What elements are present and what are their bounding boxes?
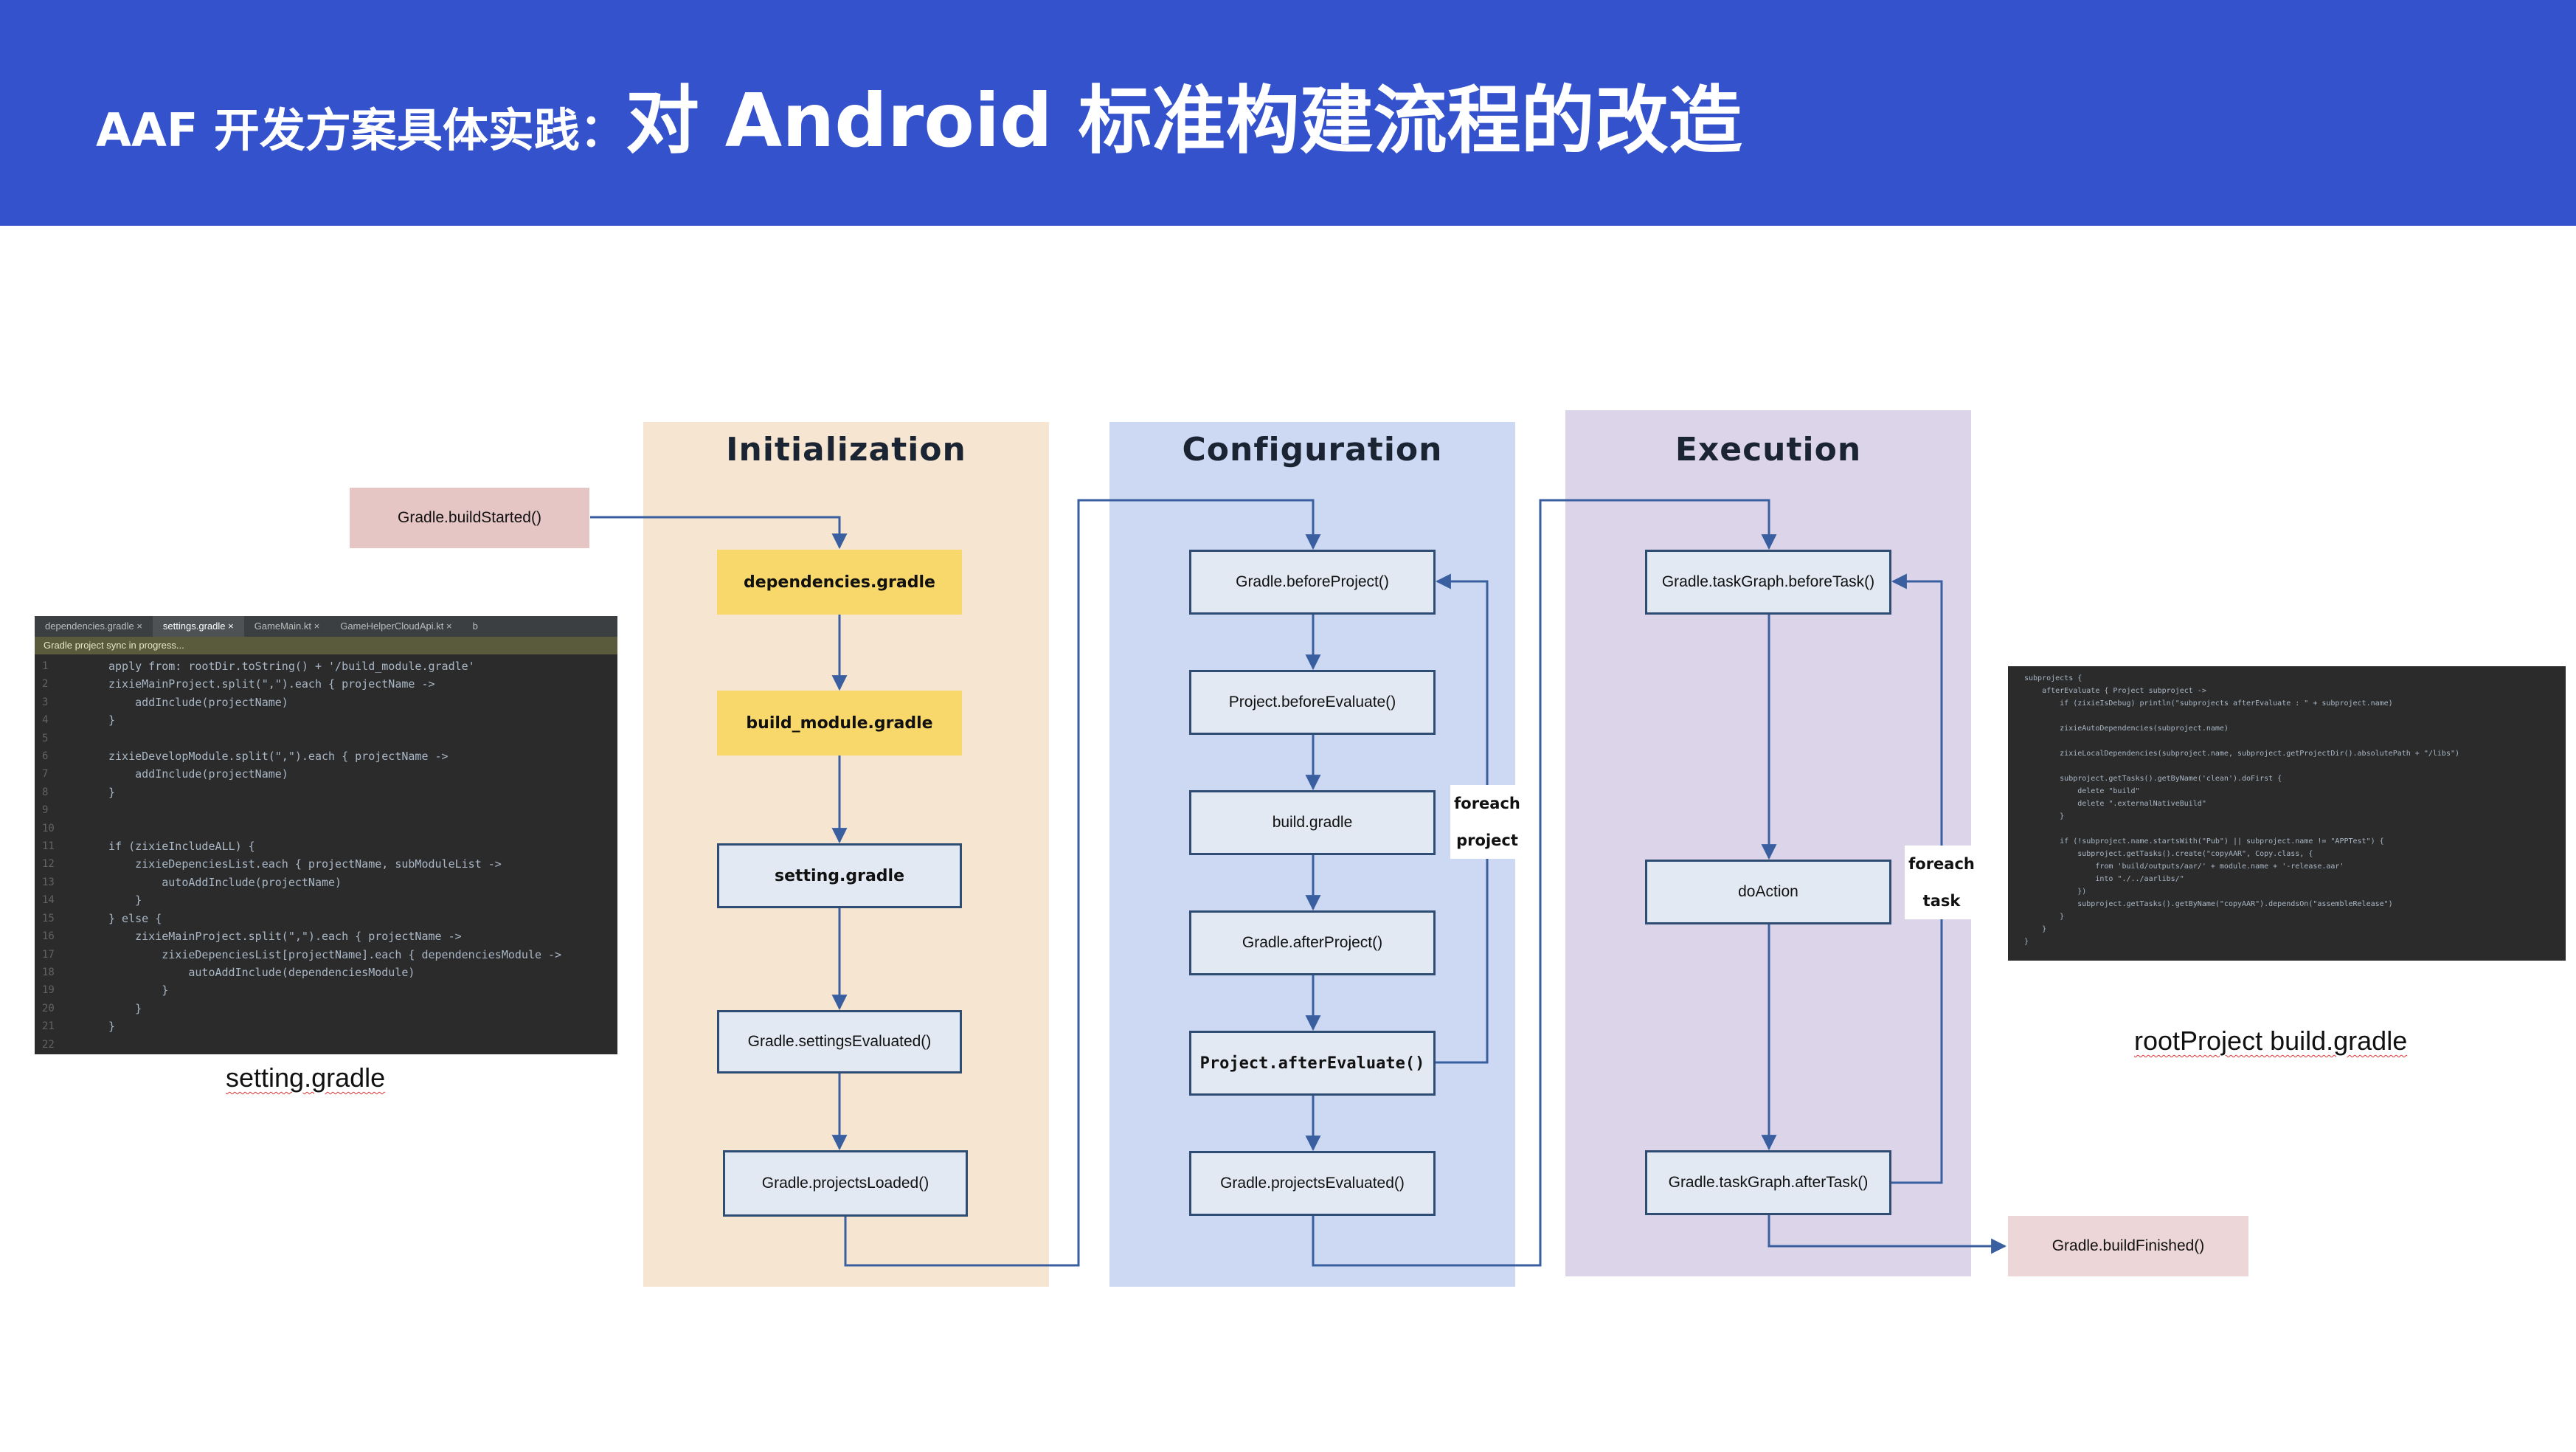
- editor-tab-settings: settings.gradle ×: [152, 616, 244, 637]
- editor-tab-gamehelpercloudapi: GameHelperCloudApi.kt ×: [340, 620, 452, 632]
- editor-tab-dependencies: dependencies.gradle ×: [45, 620, 142, 632]
- setting-gradle-caption: setting.gradle: [226, 1062, 386, 1093]
- initialization-phase-title: Initialization: [726, 431, 966, 469]
- root-build-gradle-caption: rootProject build.gradle: [2134, 1026, 2408, 1056]
- projects-evaluated-node: Gradle.projectsEvaluated(): [1189, 1151, 1436, 1216]
- foreach-task-label-line2: task: [1922, 892, 1961, 910]
- after-project-node: Gradle.afterProject(): [1189, 910, 1436, 975]
- after-task-node: Gradle.taskGraph.afterTask(): [1645, 1150, 1891, 1215]
- before-project-node: Gradle.beforeProject(): [1189, 550, 1436, 615]
- page-title-main: 对 Android 标准构建流程的改造: [625, 77, 1742, 164]
- gradle-sync-banner: Gradle project sync in progress...: [35, 637, 617, 654]
- arrow-projects-evaluated-to-before-task: [1312, 499, 1777, 1267]
- execution-phase-title: Execution: [1675, 431, 1862, 469]
- line-number-gutter: 1 2 3 4 5 6 7 8 9 10 11 12 13 14 15 16 1…: [42, 660, 55, 1051]
- arrow-after-task-to-build-finished: [1767, 1215, 2007, 1254]
- settings-evaluated-node: Gradle.settingsEvaluated(): [717, 1010, 962, 1074]
- setting-gradle-node: setting.gradle: [717, 843, 962, 908]
- root-build-gradle-code: subprojects { afterEvaluate { Project su…: [2024, 674, 2460, 946]
- foreach-project-label: foreach project: [1450, 785, 1524, 859]
- foreach-task-label: foreach task: [1905, 846, 1978, 919]
- title-banner: AAF 开发方案具体实践：对 Android 标准构建流程的改造: [0, 0, 2576, 226]
- editor-tab-more: b: [472, 620, 478, 632]
- page-title-prefix: AAF 开发方案具体实践：: [96, 103, 626, 157]
- arrow-projects-loaded-to-before-project: [844, 499, 1321, 1267]
- project-after-evaluate-node: Project.afterEvaluate(): [1189, 1031, 1436, 1096]
- editor-tab-gamemain: GameMain.kt ×: [254, 620, 320, 632]
- foreach-task-label-line1: foreach: [1908, 855, 1975, 873]
- setting-gradle-code-screenshot: dependencies.gradle × settings.gradle × …: [35, 616, 617, 1054]
- editor-tab-bar: dependencies.gradle × settings.gradle × …: [35, 616, 617, 637]
- page-title: AAF 开发方案具体实践：对 Android 标准构建流程的改造: [96, 60, 1742, 167]
- gradle-build-finished-node: Gradle.buildFinished(): [2008, 1216, 2248, 1276]
- dependencies-gradle-node: dependencies.gradle: [717, 550, 962, 615]
- build-module-gradle-node: build_module.gradle: [717, 691, 962, 756]
- setting-gradle-code: apply from: rootDir.toString() + '/build…: [108, 660, 562, 1034]
- arrow-start-to-dependencies: [590, 516, 848, 550]
- configuration-phase-title: Configuration: [1182, 431, 1443, 469]
- gradle-build-started-node: Gradle.buildStarted(): [350, 488, 589, 548]
- projects-loaded-node: Gradle.projectsLoaded(): [723, 1150, 968, 1217]
- root-build-gradle-code-screenshot: subprojects { afterEvaluate { Project su…: [2008, 666, 2566, 961]
- before-task-node: Gradle.taskGraph.beforeTask(): [1645, 550, 1891, 615]
- do-action-node: doAction: [1645, 860, 1891, 924]
- foreach-project-label-line2: project: [1456, 832, 1518, 849]
- project-before-evaluate-node: Project.beforeEvaluate(): [1189, 670, 1436, 735]
- foreach-project-label-line1: foreach: [1454, 795, 1520, 812]
- build-gradle-node: build.gradle: [1189, 790, 1436, 855]
